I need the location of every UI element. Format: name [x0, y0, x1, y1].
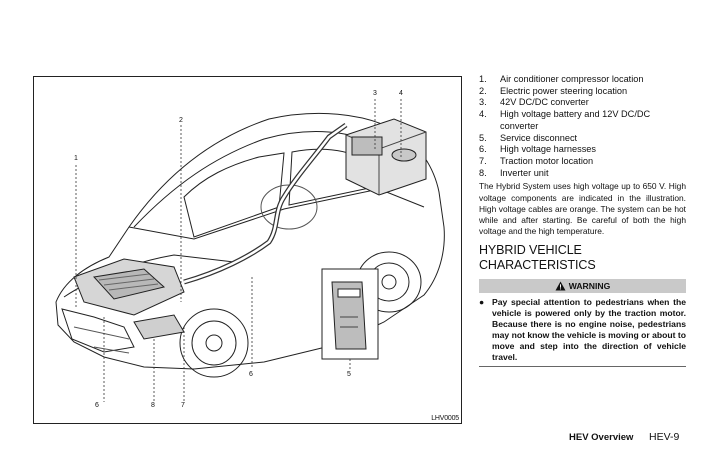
footer-section-title: HEV Overview — [569, 432, 634, 443]
callout-4: 4 — [399, 90, 403, 97]
callout-6-left: 6 — [95, 402, 99, 409]
callout-2: 2 — [179, 117, 183, 124]
list-item: 6.High voltage harnesses — [479, 144, 597, 155]
hybrid-system-paragraph: The Hybrid System uses high voltage up t… — [479, 181, 686, 237]
callout-5: 5 — [347, 371, 351, 378]
car-cutaway-drawing — [55, 99, 445, 402]
list-item: 5.Service disconnect — [479, 132, 578, 143]
list-item: 4.High voltage battery and 12V DC/DC con… — [479, 109, 651, 131]
legend-list: 1.Air conditioner compressor location 2.… — [479, 74, 686, 179]
warning-header: WARNING — [479, 279, 686, 294]
list-item: 2.Electric power steering location — [479, 85, 628, 96]
bullet-icon: ● — [479, 297, 485, 308]
vehicle-illustration: 1 2 3 4 5 6 6 7 8 LHV0005 — [33, 76, 462, 424]
list-item: 8.Inverter unit — [479, 167, 549, 178]
warning-item: ● Pay special attention to pedestrians w… — [479, 297, 686, 362]
list-item: 3.42V DC/DC converter — [479, 97, 589, 108]
warning-label: WARNING — [568, 281, 611, 292]
page-footer: HEV Overview HEV-9 — [0, 431, 728, 447]
warning-triangle-icon — [555, 281, 566, 291]
figure-code: LHV0005 — [431, 415, 459, 422]
callout-1: 1 — [74, 155, 78, 162]
section-title: HYBRID VEHICLE CHARACTERISTICS — [479, 243, 596, 273]
list-item: 1.Air conditioner compressor location — [479, 74, 644, 84]
list-item: 7.Traction motor location — [479, 155, 594, 166]
callout-7: 7 — [181, 402, 185, 409]
warning-divider — [479, 365, 686, 367]
callout-6-right: 6 — [249, 371, 253, 378]
warning-text: Pay special attention to pedestrians whe… — [492, 297, 686, 362]
page-number: HEV-9 — [649, 431, 680, 443]
text-column: 1.Air conditioner compressor location 2.… — [479, 74, 686, 367]
callout-8: 8 — [151, 402, 155, 409]
callout-3: 3 — [373, 90, 377, 97]
